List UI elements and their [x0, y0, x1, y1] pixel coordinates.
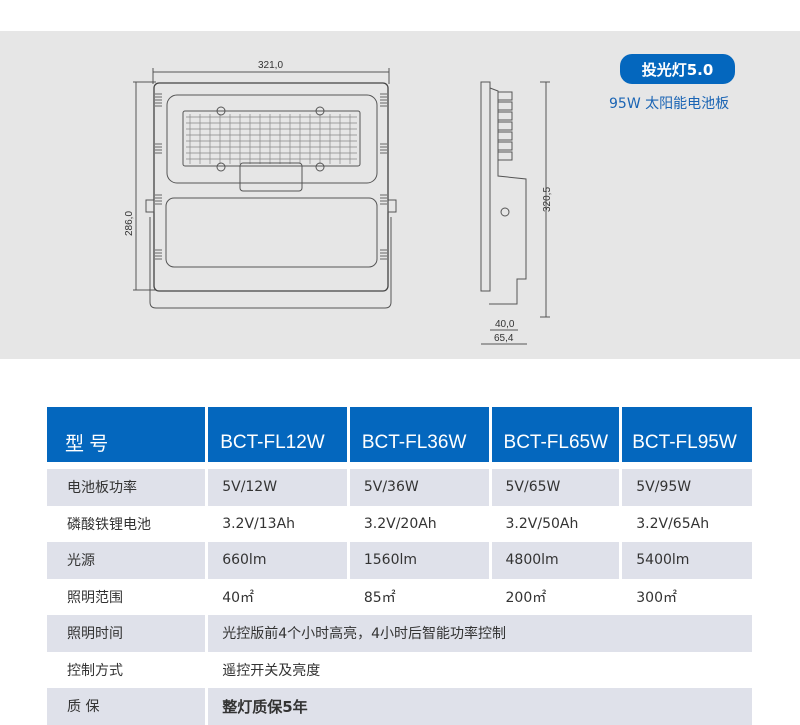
header-col: BCT-FL12W — [208, 407, 347, 462]
cell: 1560lm — [349, 542, 489, 579]
table-header: 型 号 BCT-FL12W BCT-FL36W BCT-FL65W BCT-FL… — [47, 407, 752, 462]
table-row: 照明范围 40㎡ 85㎡ 200㎡ 300㎡ — [47, 579, 752, 616]
cell: 5V/12W — [208, 469, 347, 506]
row-label: 光源 — [47, 542, 206, 579]
cell: 5400lm — [622, 542, 752, 579]
cell: 3.2V/20Ah — [363, 515, 437, 532]
cell: 3.2V/65Ah — [636, 515, 710, 532]
cell: 整灯质保5年 — [208, 688, 752, 725]
width-dimension: 321,0 — [258, 60, 283, 71]
cell: 5V/95W — [622, 469, 752, 506]
cell: 3.2V/13Ah — [222, 515, 296, 532]
header-col: BCT-FL95W — [622, 407, 752, 462]
table-row: 照明时间 光控版前4个小时高亮，4小时后智能功率控制 — [47, 615, 752, 652]
height-dimension: 286,0 — [124, 211, 135, 236]
cell: 4800lm — [491, 542, 620, 579]
table-row: 质 保 整灯质保5年 — [47, 688, 752, 725]
product-subtitle: 95W 太阳能电池板 — [609, 96, 730, 112]
cell: 200㎡ — [505, 589, 547, 606]
cell: 光控版前4个小时高亮，4小时后智能功率控制 — [208, 615, 752, 652]
dimension-drawing: 321,0 286,0 320,5 40,0 65,4 投光灯5.0 95W 太… — [0, 31, 800, 359]
cell: 300㎡ — [636, 589, 677, 606]
cell: 85㎡ — [363, 589, 396, 606]
cell: 5V/36W — [349, 469, 489, 506]
cell: 5V/65W — [491, 469, 620, 506]
floodlight-technical-drawing: 321,0 286,0 320,5 40,0 65,4 — [124, 60, 553, 345]
row-label: 质 保 — [47, 688, 206, 725]
depth-dimension-inner: 40,0 — [495, 319, 515, 330]
table-row: 电池板功率 5V/12W 5V/36W 5V/65W 5V/95W — [47, 469, 752, 506]
cell: 遥控开关及亮度 — [222, 662, 321, 679]
row-label: 磷酸铁锂电池 — [67, 516, 151, 533]
cell: 660lm — [208, 542, 347, 579]
table-row: 磷酸铁锂电池 3.2V/13Ah 3.2V/20Ah 3.2V/50Ah 3.2… — [47, 506, 752, 543]
row-label: 电池板功率 — [47, 469, 206, 506]
side-height-dimension: 320,5 — [542, 187, 553, 212]
product-badge: 投光灯5.0 — [620, 54, 735, 84]
row-label: 控制方式 — [67, 662, 123, 679]
row-label: 照明时间 — [47, 615, 206, 652]
table-row: 控制方式 遥控开关及亮度 — [47, 652, 752, 689]
header-model: 型 号 — [47, 407, 206, 462]
table-row: 光源 660lm 1560lm 4800lm 5400lm — [47, 542, 752, 579]
depth-dimension-outer: 65,4 — [494, 333, 514, 344]
cell: 3.2V/50Ah — [505, 515, 579, 532]
cell: 40㎡ — [222, 589, 255, 606]
header-col: BCT-FL36W — [349, 407, 489, 462]
spec-table: 型 号 BCT-FL12W BCT-FL36W BCT-FL65W BCT-FL… — [44, 407, 755, 725]
header-col: BCT-FL65W — [491, 407, 620, 462]
row-label: 照明范围 — [67, 589, 123, 606]
